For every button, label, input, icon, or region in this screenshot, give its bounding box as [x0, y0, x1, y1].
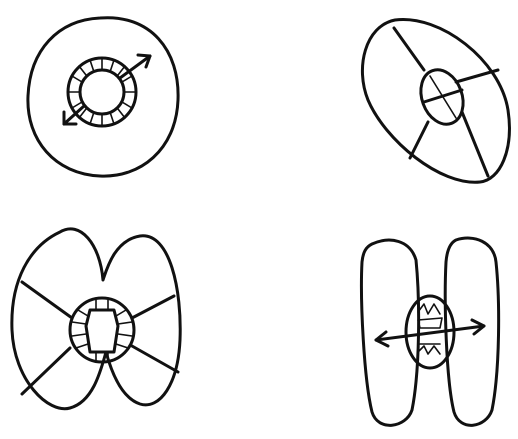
outer-light-circle	[28, 18, 178, 176]
panel-bottom-left	[12, 229, 180, 409]
panel-top-right	[362, 19, 509, 182]
left-lobe	[361, 240, 418, 425]
pinched-shaded-body	[12, 229, 180, 409]
shaded-oval	[362, 19, 509, 182]
panel-top-left	[28, 18, 178, 176]
panel-bottom-right	[361, 238, 498, 425]
hatched-ring-inner	[80, 70, 124, 114]
central-cell-markings	[418, 304, 442, 354]
pinched-ring-inner	[86, 310, 118, 352]
double-headed-arrow-icon	[376, 320, 484, 346]
central-diagonal-line	[430, 76, 456, 118]
